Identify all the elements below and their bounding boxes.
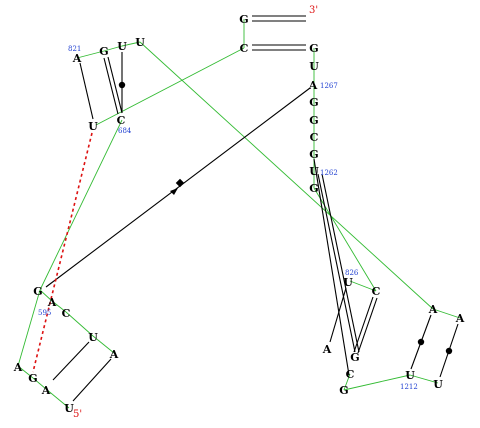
nucleotide: U	[309, 60, 319, 73]
nucleotide: A	[41, 384, 51, 397]
nucleotide: U	[343, 276, 353, 289]
nucleotide: C	[117, 114, 126, 127]
nucleotide: U	[433, 378, 443, 391]
index-label: 595	[38, 309, 51, 317]
nucleotide: A	[428, 303, 438, 316]
nucleotide: G	[350, 351, 359, 364]
index-label: 1212	[400, 383, 418, 391]
nucleotide: U	[64, 402, 74, 415]
arrow-diamond	[175, 178, 185, 188]
index-label: 1267	[320, 82, 338, 90]
nucleotide: G	[309, 114, 318, 127]
pairing-lines	[45, 15, 459, 402]
wobble-dot	[417, 338, 425, 346]
nucleotide: G	[99, 45, 108, 58]
nucleotide: U	[405, 369, 415, 382]
nucleotide: A	[455, 312, 465, 325]
three-prime-label: 3'	[309, 5, 318, 16]
nucleotide: C	[372, 285, 381, 298]
index-label: 826	[345, 269, 359, 277]
index-label: 1262	[320, 169, 338, 177]
arrow-head	[170, 188, 178, 195]
nucleotide: G	[309, 182, 318, 195]
nucleotide: U	[88, 120, 98, 133]
end-labels: 3' 5'	[73, 5, 318, 420]
nucleotide: U	[117, 40, 127, 53]
nucleotides: G C G U A G G C G U G A G U U U C G A C …	[13, 13, 465, 415]
nucleotide: G	[309, 148, 318, 161]
nucleotide: U	[88, 331, 98, 344]
wobble-dot	[445, 347, 453, 355]
nucleotide: G	[309, 42, 318, 55]
nucleotide: A	[72, 52, 82, 65]
nucleotide: C	[346, 368, 355, 381]
nucleotide: G	[33, 285, 42, 298]
nucleotide: A	[308, 79, 318, 92]
nucleotide: U	[309, 165, 319, 178]
nucleotide: A	[13, 361, 23, 374]
nucleotide: G	[28, 372, 37, 385]
wobble-dot	[118, 81, 126, 89]
backbone-lines	[17, 19, 461, 409]
tertiary-interaction-line	[32, 132, 93, 373]
nucleotide: C	[62, 307, 71, 320]
nucleotide: A	[322, 343, 332, 356]
index-label: 684	[118, 127, 132, 135]
nucleotide: G	[239, 13, 248, 26]
nucleotide: U	[135, 36, 145, 49]
index-label: 821	[68, 45, 81, 53]
nucleotide: G	[339, 384, 348, 397]
five-prime-label: 5'	[73, 409, 82, 420]
nucleotide: A	[47, 296, 57, 309]
nucleotide: G	[309, 96, 318, 109]
nucleotide: A	[109, 348, 119, 361]
index-labels: 821 684 1267 1262 826 595 1212	[38, 45, 418, 391]
nucleotide: C	[310, 131, 319, 144]
nucleotide: C	[240, 42, 249, 55]
